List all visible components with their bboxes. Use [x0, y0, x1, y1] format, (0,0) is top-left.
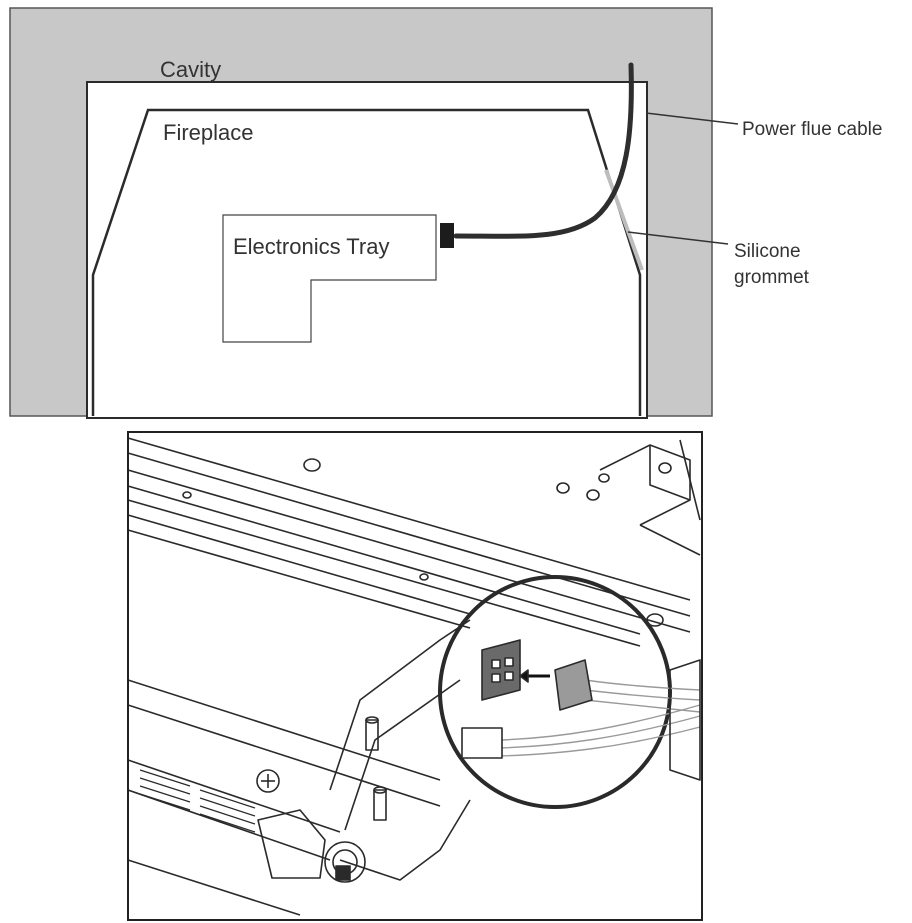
fireplace-outline	[91, 108, 642, 416]
silicone-grommet-label-line1: Silicone	[734, 241, 801, 262]
power-flue-cable-label: Power flue cable	[742, 119, 882, 140]
cable-plug	[440, 223, 454, 248]
electronics-tray-outline	[222, 214, 437, 343]
fireplace-label: Fireplace	[163, 120, 253, 145]
top-diagram: Cavity Fireplace Electronics Tray Power …	[9, 7, 882, 419]
leader-grommet	[627, 231, 729, 245]
power-flue-cable	[453, 62, 634, 239]
electronics-tray-label: Electronics Tray	[233, 234, 390, 259]
silicone-grommet-label-line2: grommet	[734, 267, 810, 288]
silicone-grommet	[604, 169, 644, 271]
leader-power-flue	[645, 112, 739, 125]
connector-detail-illustration	[127, 431, 703, 921]
detail-frame	[127, 431, 703, 921]
cavity-label: Cavity	[160, 57, 221, 82]
